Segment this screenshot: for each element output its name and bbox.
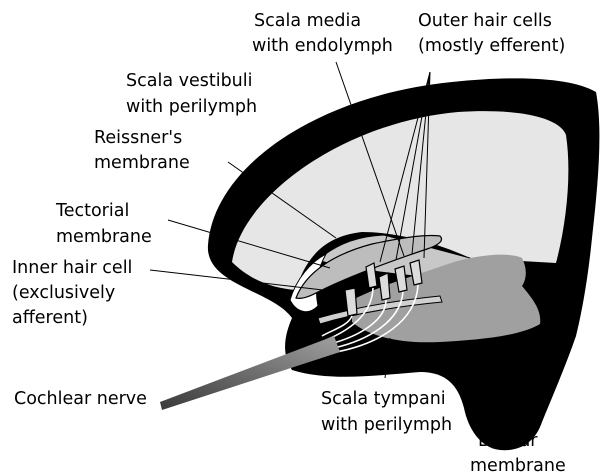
label-tectorial-membrane: Tectorial membrane xyxy=(55,201,152,247)
label-basilar-membrane: Basilar membrane xyxy=(470,431,566,475)
label-scala-vestibuli: Scala vestibuli with perilymph xyxy=(126,71,258,117)
label-reissners-membrane: Reissner's membrane xyxy=(94,128,190,173)
label-scala-tympani: Scala tympani with perilymph xyxy=(321,389,452,435)
label-cochlear-nerve: Cochlear nerve xyxy=(14,389,147,409)
label-inner-hair-cell: Inner hair cell (exclusively afferent) xyxy=(12,258,138,328)
label-outer-hair-cells: Outer hair cells (mostly efferent) xyxy=(418,11,565,56)
label-scala-media: Scala media with endolymph xyxy=(252,11,393,56)
